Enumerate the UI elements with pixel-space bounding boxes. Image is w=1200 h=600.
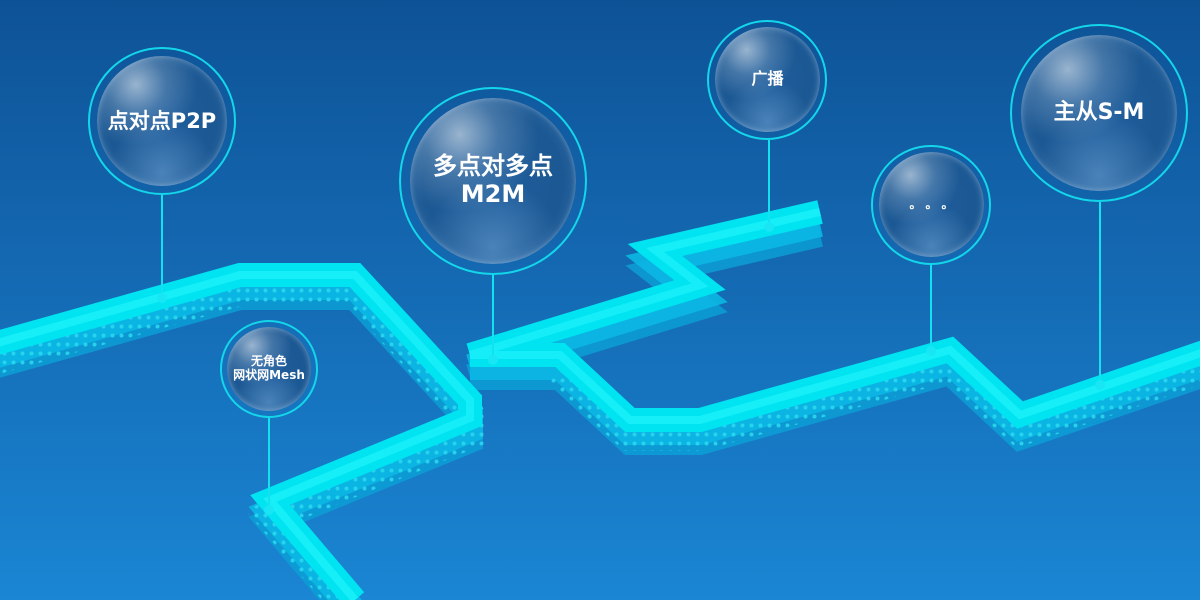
connector-dot [926,346,936,356]
node-bubble: 点对点P2P [97,56,227,186]
connector-line [268,418,270,510]
node-ring [88,47,236,195]
connector-line [492,275,494,360]
node-ring [1010,24,1188,202]
node-bubble: 多点对多点 M2M [410,98,576,264]
node-bubble: 广播 [715,27,820,132]
node-bubble: 。。。 [879,152,984,257]
connector-line [768,140,770,227]
node-ring [707,20,827,140]
node-ring [220,320,318,418]
connector-dot [264,505,274,515]
connector-line [161,195,163,298]
connector-dot [764,222,774,232]
node-label: 主从S-M [1053,100,1145,126]
node-label-line-1: 多点对多点 [433,152,553,181]
connector-line [1099,202,1101,385]
node-ring [871,145,991,265]
connector-dot [1095,380,1105,390]
ellipsis-icon: 。。。 [909,196,964,211]
connector-dot [488,355,498,365]
node-label: 广播 [751,69,784,89]
node-label-line-2: 网状网Mesh [233,368,305,382]
node-ring [399,87,587,275]
connector-line [930,265,932,350]
node-bubble: 主从S-M [1021,35,1177,191]
connector-dot [157,293,167,303]
node-label-line-2: M2M [460,180,526,208]
node-bubble: 无角色 网状网Mesh [227,327,311,411]
node-label: 点对点P2P [107,108,217,133]
node-label-line-1: 无角色 [250,354,287,369]
